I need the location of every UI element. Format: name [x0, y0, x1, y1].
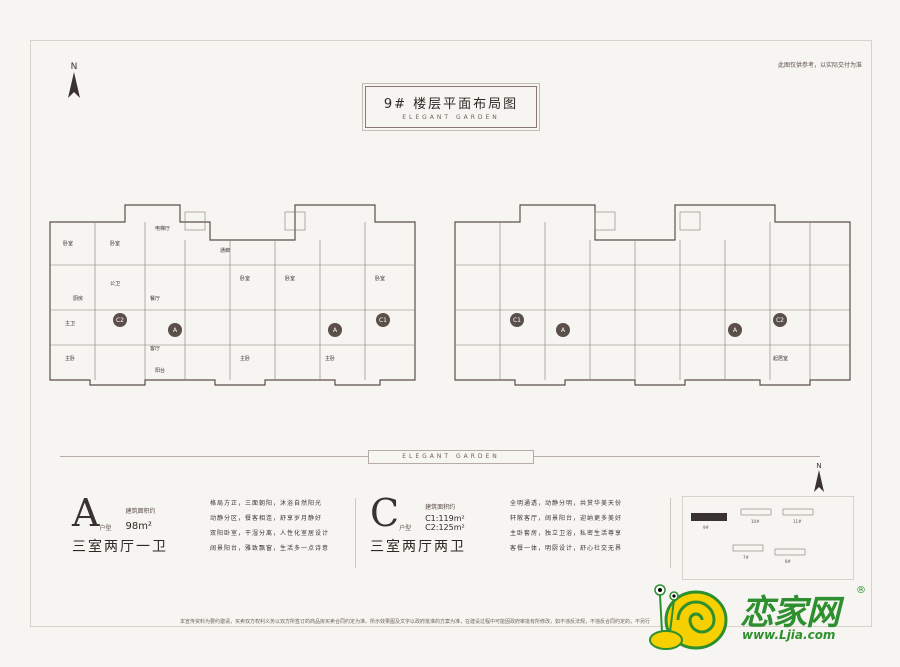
room-label: 卧室	[240, 275, 250, 282]
room-label: 主卧	[65, 355, 75, 362]
page-subtitle: ELEGANT GARDEN	[402, 114, 500, 121]
page-title: 9# 楼层平面布局图	[383, 97, 519, 112]
vertical-divider	[355, 498, 356, 568]
unit-c-letter: C	[370, 491, 400, 535]
room-label: 客厅	[150, 345, 160, 352]
unit-marker: A	[733, 327, 738, 334]
unit-marker: A	[173, 327, 178, 334]
north-label: N	[70, 62, 78, 72]
room-label: 餐厅	[150, 295, 160, 302]
logo-name: 恋家网	[740, 593, 840, 633]
unit-c-area-value-2: C2:125m²	[425, 523, 465, 532]
title-box: 9# 楼层平面布局图 ELEGANT GARDEN	[362, 83, 540, 131]
room-label: 卧室	[375, 275, 385, 282]
registered-mark: ®	[856, 585, 866, 596]
unit-c-area-label: 建筑面积约	[425, 504, 456, 511]
room-label: 通廊	[220, 247, 230, 254]
legal-note: 本宣传资料为要约邀请，买卖双方权利义务以双方所签订的商品房买卖合同约定为准。所示…	[180, 619, 650, 625]
key-map-label: 10#	[751, 519, 760, 524]
snail-logo-icon	[649, 584, 728, 650]
key-map-label: 11#	[793, 519, 802, 524]
unit-c-area-value-1: C1:119m²	[425, 514, 465, 523]
room-label: 主卧	[325, 355, 335, 362]
floor-plan: 卧室 卧室 主卧 餐厅 客厅 厨房 阳台 电梯厅 通廊 卧室 卧室 主卧 主卧 …	[49, 204, 851, 386]
north-arrow-icon: N	[66, 62, 82, 102]
unit-marker: C2	[776, 317, 784, 324]
unit-c-rooms: 三室两厅两卫	[370, 539, 466, 555]
unit-c-block: C 户型 建筑面积约 C1:119m² C2:125m² 三室两厅两卫	[370, 494, 466, 556]
unit-a-block: A 户型 建筑面积约 98m² 三室两厅一卫	[72, 494, 168, 556]
room-label: 卧室	[63, 240, 73, 247]
room-label: 主卧	[240, 355, 250, 362]
north-arrow-small-icon: N	[811, 462, 827, 496]
room-label: 卧室	[285, 275, 295, 282]
key-map-label: 8#	[785, 559, 792, 564]
unit-marker: A	[561, 327, 566, 334]
unit-marker: C1	[513, 317, 521, 324]
unit-a-area-value: 98m²	[125, 521, 152, 532]
page-frame	[30, 40, 872, 627]
room-label: 电梯厅	[155, 225, 170, 232]
vertical-divider	[670, 498, 671, 568]
room-label: 卧室	[110, 240, 120, 247]
key-map-label: 9#	[703, 525, 710, 530]
divider-label: ELEGANT GARDEN	[368, 450, 534, 464]
unit-c-type: 户型	[399, 525, 412, 532]
logo-url: www.Ljia.com	[742, 628, 836, 642]
unit-marker: A	[333, 327, 338, 334]
unit-a-description: 格局方正，三面朝阳，沐浴自然阳光 动静分区，餐客相连，舒享岁月静好 双阳卧室，干…	[210, 500, 330, 552]
room-label: 起居室	[773, 355, 788, 362]
disclaimer-text: 此图仅供参考，以实际交付为准	[777, 62, 862, 69]
room-label: 主卫	[65, 320, 75, 327]
unit-a-type: 户型	[99, 525, 112, 532]
room-label: 厨房	[73, 295, 83, 302]
room-label: 公卫	[110, 281, 120, 287]
unit-a-letter: A	[72, 491, 100, 535]
unit-marker: C2	[116, 317, 124, 324]
unit-c-description: 全明通透，动静分明，共赏华美天份 轩敞客厅，阔景阳台，迎纳更多美好 主卧套房，独…	[510, 500, 623, 552]
unit-a-rooms: 三室两厅一卫	[72, 539, 168, 555]
unit-marker: C1	[379, 317, 387, 324]
unit-a-area-label: 建筑面积约	[125, 508, 156, 515]
key-map-drawing: 9# 10# 11# 7# 8#	[691, 508, 814, 564]
room-label: 阳台	[155, 367, 165, 374]
key-map-label: 7#	[743, 555, 750, 560]
site-key-map: 9# 10# 11# 7# 8#	[682, 496, 854, 580]
